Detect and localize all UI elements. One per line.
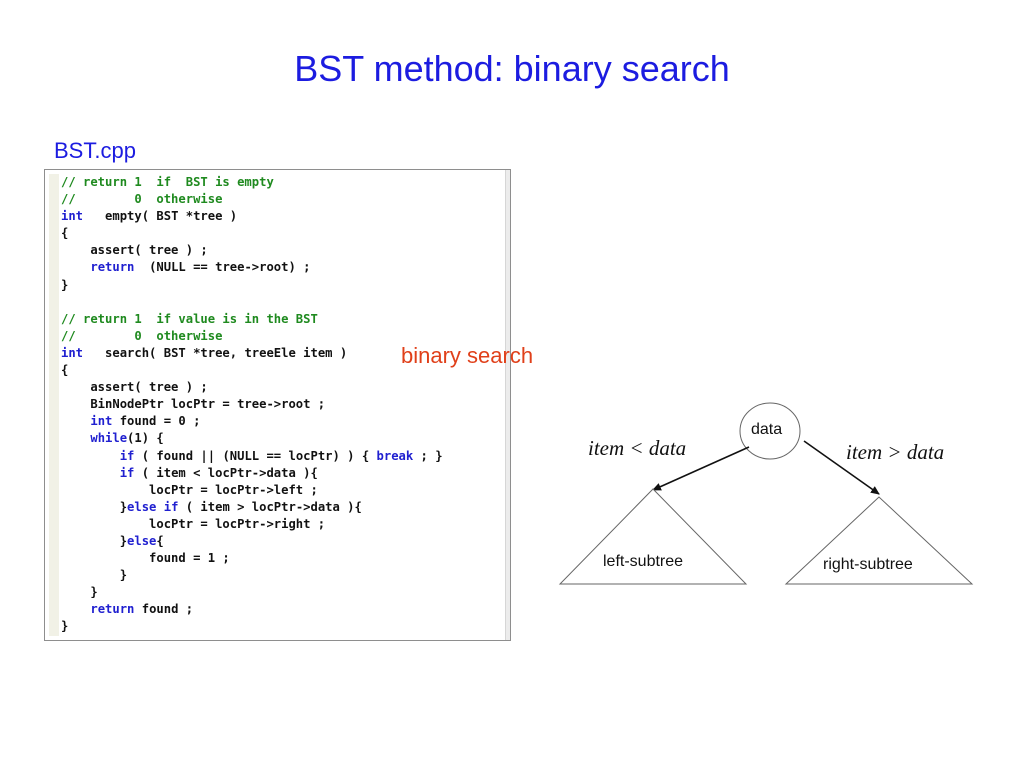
code-text: }	[61, 585, 98, 600]
code-line: assert( tree ) ;	[61, 379, 504, 396]
code-line: BinNodePtr locPtr = tree->root ;	[61, 396, 504, 413]
code-text: ( item > locPtr->data ){	[178, 499, 362, 514]
code-text: found = 0 ;	[112, 414, 201, 429]
code-line: return found ;	[61, 601, 504, 618]
code-text: search( BST *tree, treeEle item )	[83, 345, 348, 360]
code-line: // return 1 if BST is empty	[61, 174, 504, 191]
code-keyword: int	[90, 414, 113, 429]
code-text: (1) {	[127, 431, 164, 446]
code-text: (NULL == tree->root) ;	[134, 260, 311, 275]
code-line: }else{	[61, 533, 504, 550]
code-line: if ( found || (NULL == locPtr) ) { break…	[61, 448, 504, 465]
code-text: }	[61, 533, 128, 548]
left-edge-arrow	[652, 446, 750, 491]
code-line: }	[61, 618, 504, 635]
code-panel: // return 1 if BST is empty // 0 otherwis…	[44, 169, 511, 641]
code-line: // 0 otherwise	[61, 328, 504, 345]
code-text	[61, 431, 90, 445]
code-text: assert( tree ) ;	[61, 380, 208, 395]
code-text: assert( tree ) ;	[61, 243, 208, 258]
code-text: empty( BST *tree )	[83, 209, 238, 224]
code-text: ( item < locPtr->data ){	[134, 465, 318, 480]
left-subtree-triangle	[558, 488, 748, 585]
root-node	[739, 402, 801, 460]
code-text: found ;	[134, 602, 194, 617]
root-node-label: data	[751, 421, 783, 438]
code-text	[61, 466, 120, 480]
code-line: // return 1 if value is in the BST	[61, 311, 504, 328]
code-gutter	[49, 174, 59, 636]
code-line: {	[61, 362, 504, 379]
code-keyword: break	[376, 448, 414, 463]
code-text: {	[61, 226, 69, 241]
code-text	[61, 260, 90, 274]
code-scrollbar	[505, 170, 510, 640]
code-lines: // return 1 if BST is empty // 0 otherwis…	[61, 174, 504, 636]
left-subtree-label: left-subtree	[603, 553, 684, 570]
code-line: int search( BST *tree, treeEle item )	[61, 345, 504, 362]
code-line: return (NULL == tree->root) ;	[61, 259, 504, 276]
code-text: }	[61, 277, 69, 292]
code-keyword: int	[61, 209, 84, 224]
right-edge-arrow	[803, 440, 880, 495]
code-comment: // 0 otherwise	[61, 192, 223, 207]
code-line: int found = 0 ;	[61, 413, 504, 430]
code-line: found = 1 ;	[61, 550, 504, 567]
code-filename: BST.cpp	[54, 138, 136, 163]
code-keyword: if	[119, 465, 135, 480]
code-text: locPtr = locPtr->left ;	[61, 482, 318, 497]
code-text: }	[61, 619, 69, 634]
code-keyword: return	[90, 260, 135, 275]
code-line: if ( item < locPtr->data ){	[61, 465, 504, 482]
code-line: }	[61, 277, 504, 294]
code-text: ( found || (NULL == locPtr) ) {	[134, 448, 377, 463]
code-keyword: else if	[127, 499, 179, 514]
code-line: locPtr = locPtr->left ;	[61, 482, 504, 499]
code-text: {	[61, 363, 69, 378]
code-text: }	[61, 568, 128, 583]
right-subtree-label: right-subtree	[823, 556, 913, 573]
binary-search-annotation: binary search	[401, 343, 534, 368]
code-line: while(1) {	[61, 430, 504, 447]
code-line: int empty( BST *tree )	[61, 208, 504, 225]
code-text: BinNodePtr locPtr = tree->root ;	[61, 397, 326, 412]
code-comment: // return 1 if BST is empty	[61, 175, 274, 189]
code-line	[61, 294, 504, 311]
code-text	[61, 414, 90, 428]
code-line: locPtr = locPtr->right ;	[61, 516, 504, 533]
code-text	[61, 602, 90, 616]
slide-title: BST method: binary search	[294, 48, 730, 89]
code-comment: // 0 otherwise	[61, 328, 223, 343]
code-line: }	[61, 584, 504, 601]
right-subtree-triangle	[784, 496, 974, 585]
right-edge-label: item > data	[846, 440, 945, 464]
code-text: locPtr = locPtr->right ;	[61, 516, 326, 531]
code-line: {	[61, 225, 504, 242]
code-keyword: while	[90, 431, 128, 446]
code-line: }else if ( item > locPtr->data ){	[61, 499, 504, 516]
bst-diagram: data item < data item > data left-subtre…	[540, 395, 1000, 605]
code-line: }	[61, 567, 504, 584]
code-keyword: return	[90, 602, 135, 617]
code-line: // 0 otherwise	[61, 191, 504, 208]
code-line: assert( tree ) ;	[61, 242, 504, 259]
code-text: }	[61, 499, 128, 514]
bst-diagram-svg	[558, 402, 974, 585]
code-comment: // return 1 if value is in the BST	[61, 311, 318, 326]
left-edge-label: item < data	[588, 436, 687, 460]
code-text: {	[156, 533, 164, 548]
code-keyword: int	[61, 345, 84, 360]
code-keyword: else	[127, 533, 157, 548]
code-text	[61, 449, 120, 463]
code-text: found = 1 ;	[61, 551, 230, 566]
code-text: ; }	[413, 448, 443, 463]
code-keyword: if	[119, 448, 135, 463]
